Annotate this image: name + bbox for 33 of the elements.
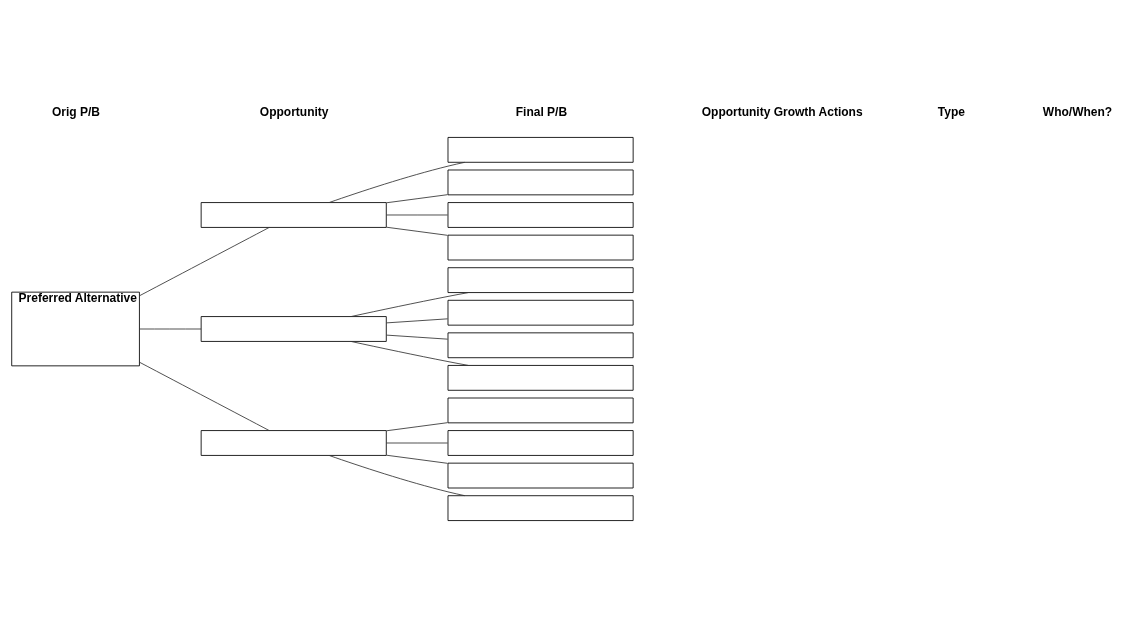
node-box <box>447 169 634 196</box>
label: Who/When? <box>1042 105 1113 120</box>
connector <box>139 361 270 431</box>
connector <box>386 454 449 464</box>
connector <box>386 422 449 432</box>
label: Type <box>937 105 965 120</box>
connector <box>139 227 270 297</box>
node-box <box>447 495 634 521</box>
node-box <box>447 365 634 391</box>
node-box <box>447 234 634 261</box>
node-box <box>200 316 387 342</box>
connector <box>386 194 449 204</box>
connector <box>139 328 202 330</box>
label: Final P/B <box>515 105 568 120</box>
node-box <box>447 332 634 359</box>
node-box <box>200 430 387 456</box>
connector <box>386 442 449 444</box>
connector <box>386 214 449 216</box>
node-box <box>447 137 634 163</box>
node-box <box>447 299 634 326</box>
label: Opportunity Growth Actions <box>701 105 863 120</box>
label: Opportunity <box>259 105 329 120</box>
node-box <box>447 430 634 456</box>
connector <box>386 334 449 340</box>
node-box <box>447 397 634 424</box>
connector <box>386 318 449 324</box>
node-box <box>447 267 634 293</box>
node-box <box>447 202 634 228</box>
connector <box>386 226 449 236</box>
node-box <box>200 202 387 228</box>
node-box: Preferred Alternative <box>11 291 140 367</box>
label: Orig P/B <box>52 105 101 120</box>
node-box <box>447 462 634 489</box>
